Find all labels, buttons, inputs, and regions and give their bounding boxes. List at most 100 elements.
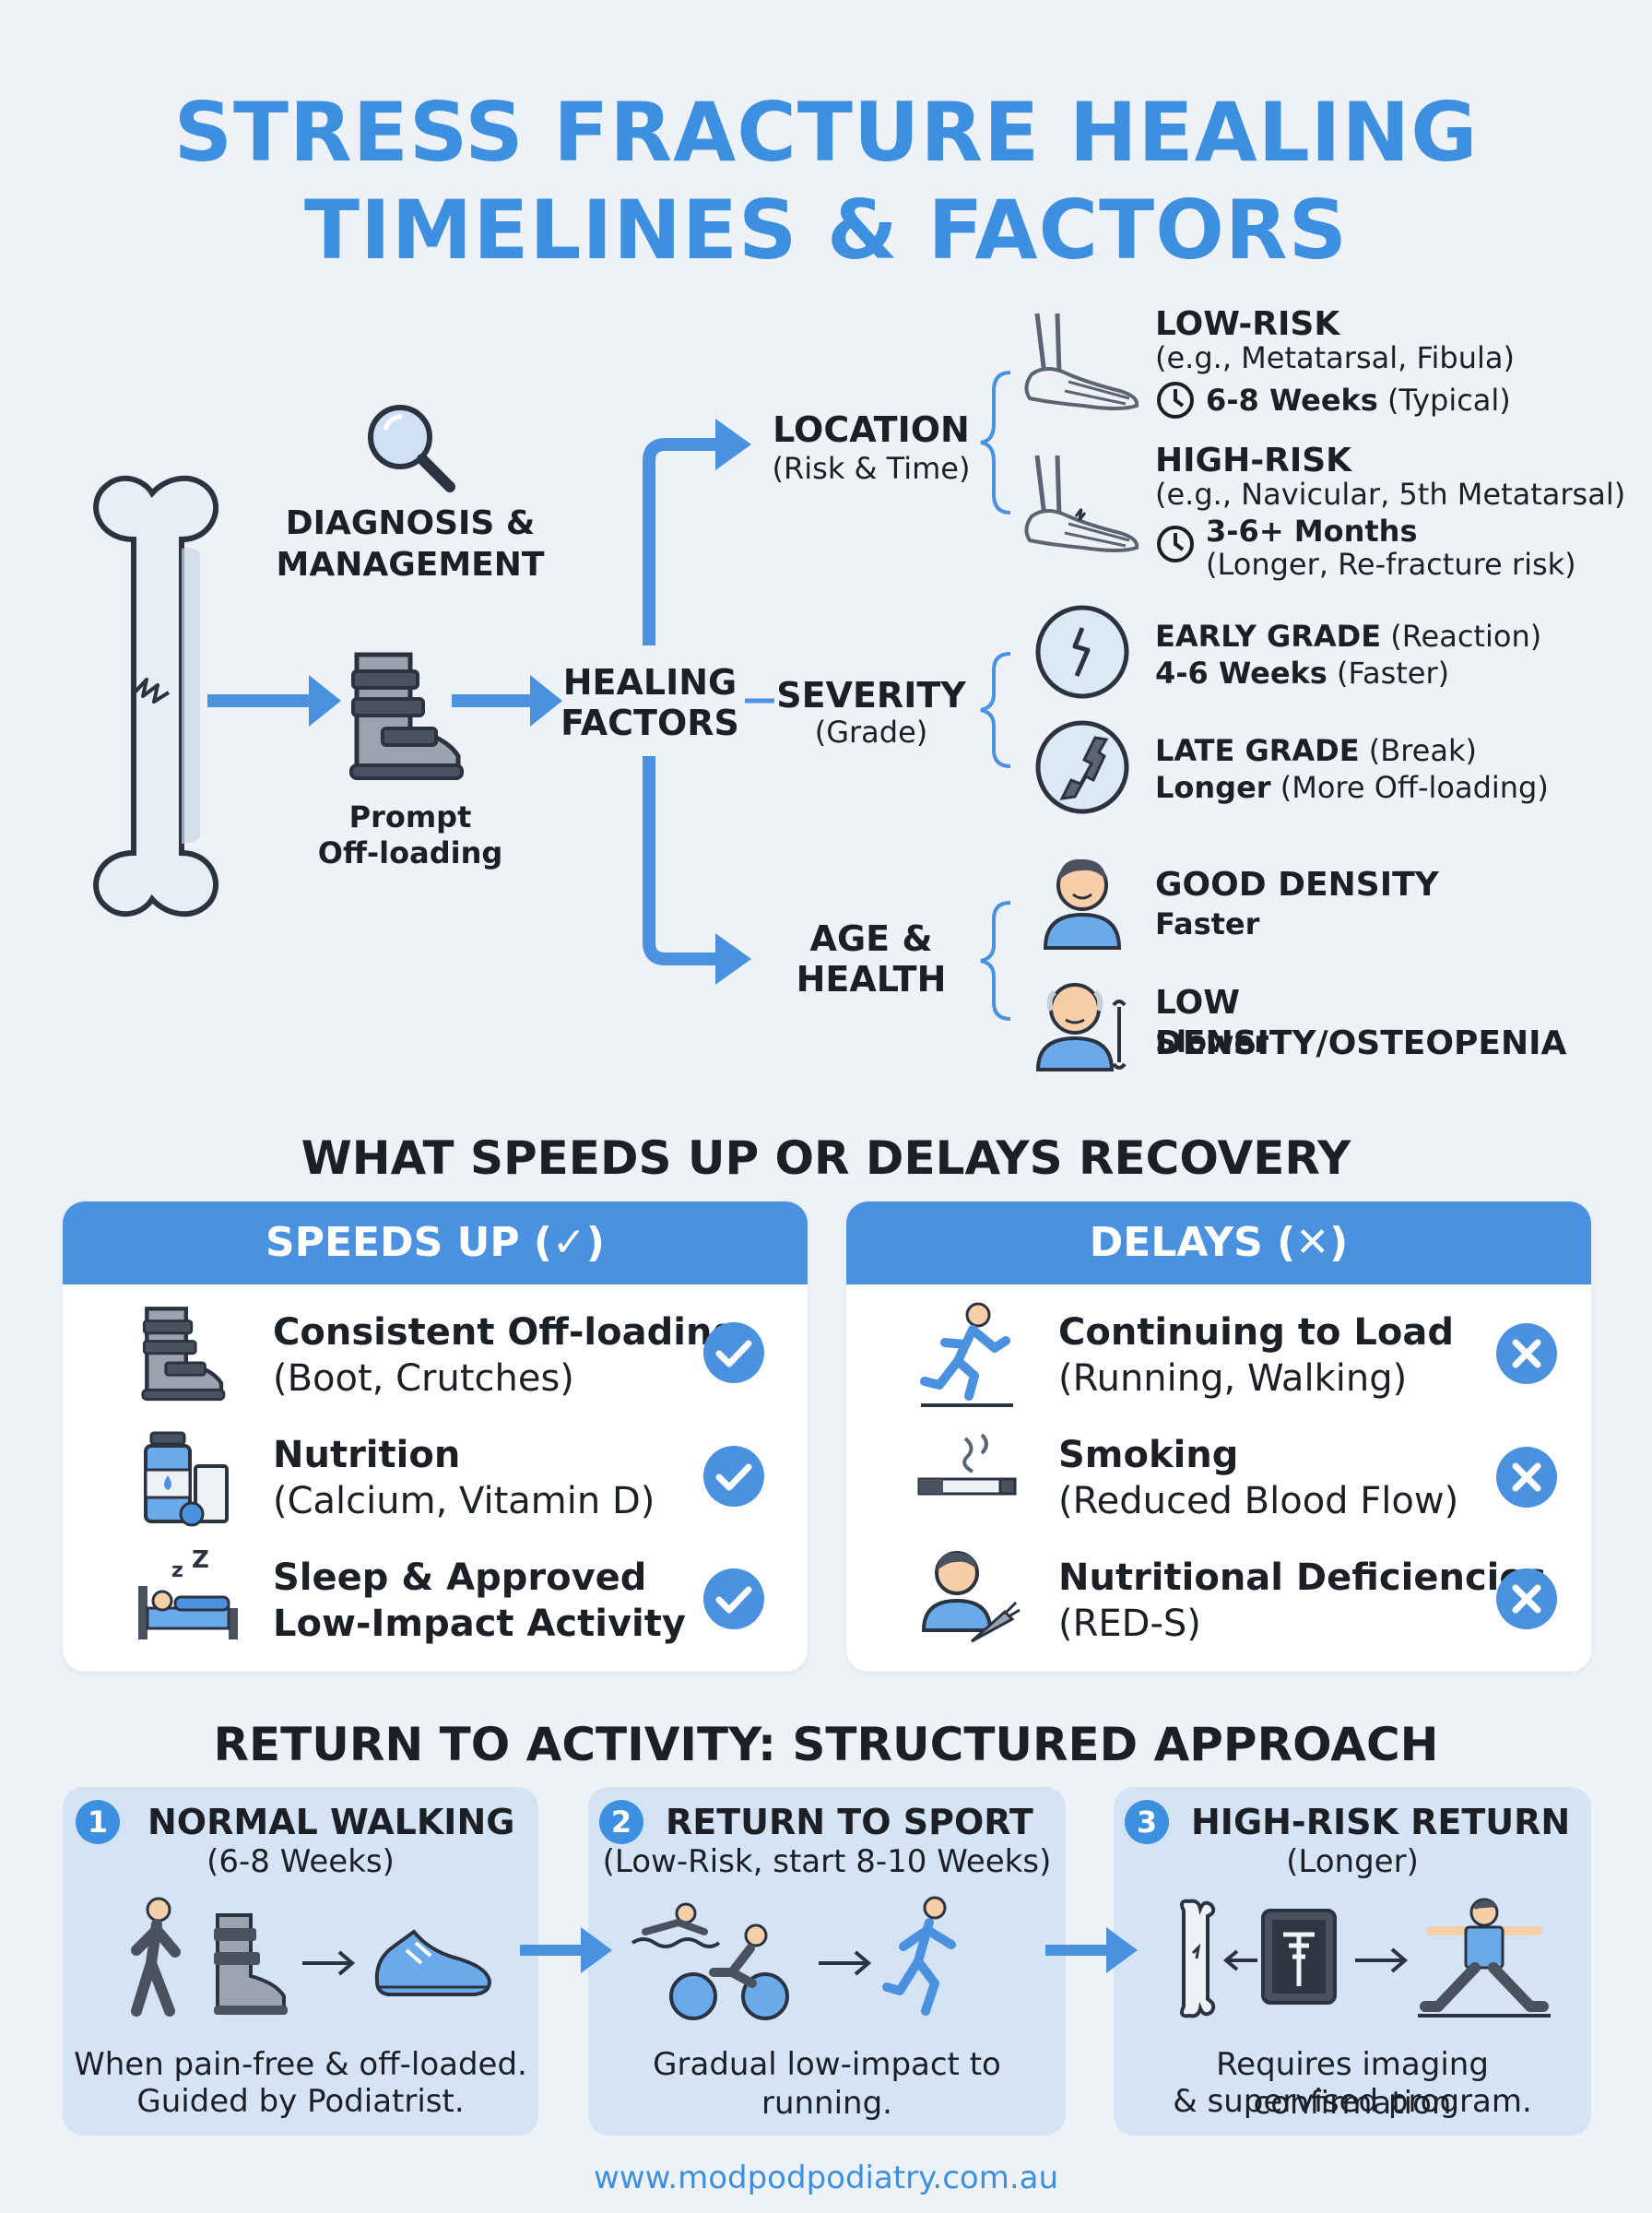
late-grade-time: Longer	[1155, 770, 1271, 805]
brace-severity	[980, 652, 1011, 768]
delays-item-3-sub: (RED-S)	[1058, 1603, 1201, 1645]
early-grade-title: EARLY GRADE	[1155, 619, 1382, 654]
page-title-line2: TIMELINES & FACTORS	[303, 183, 1349, 278]
walking-boot-icon	[141, 1307, 226, 1402]
step-3-caption-2: & supervised program.	[1173, 2083, 1532, 2120]
late-grade-time-line: Longer (More Off-loading)	[1155, 769, 1549, 806]
step-1-caption-1: When pain-free & off-loaded.	[74, 2046, 527, 2083]
high-risk-time: 3-6+ Months	[1206, 514, 1418, 549]
late-grade-time-note: (More Off-loading)	[1280, 770, 1549, 805]
speeds-item-1-title: Consistent Off-loading	[273, 1311, 739, 1354]
brace-age	[980, 901, 1011, 1021]
runner-icon	[920, 1302, 1013, 1407]
delays-item-2-title: Smoking	[1058, 1434, 1239, 1476]
brace-location	[980, 371, 1011, 515]
cigarette-icon	[917, 1433, 1017, 1496]
low-risk-title: LOW-RISK	[1155, 305, 1340, 343]
svg-text:Z: Z	[192, 1546, 209, 1574]
late-grade-note: (Break)	[1368, 733, 1477, 768]
late-grade-line: LATE GRADE (Break)	[1155, 732, 1477, 769]
delays-item-3-title: Nutritional Deficiencies	[1058, 1556, 1547, 1599]
walking-boot-icon	[349, 652, 464, 780]
step-2-caption-1: Gradual low-impact to running.	[653, 2046, 1001, 2122]
speeds-item-2-sub: (Calcium, Vitamin D)	[273, 1480, 655, 1522]
healing-factors-label-2: FACTORS	[560, 703, 739, 743]
imaging-progress-illustration	[1180, 1898, 1551, 2018]
foot-bones-low-risk-icon	[1024, 313, 1139, 410]
page-title-line1: STRESS FRACTURE HEALING	[173, 85, 1479, 180]
x-icon	[1496, 1568, 1557, 1629]
healing-factors-label-1: HEALING	[562, 662, 738, 703]
x-icon	[1496, 1447, 1557, 1508]
step-1-caption-2: Guided by Podiatrist.	[136, 2083, 465, 2120]
early-grade-note: (Reaction)	[1390, 619, 1542, 654]
delays-item-1-sub: (Running, Walking)	[1058, 1357, 1408, 1400]
high-risk-example: (e.g., Navicular, 5th Metatarsal)	[1155, 477, 1626, 512]
low-risk-time-line: 6-8 Weeks (Typical)	[1206, 382, 1511, 419]
offload-label-2: Off-loading	[317, 835, 503, 870]
age-label-2: HEALTH	[796, 959, 947, 1000]
recovery-heading: WHAT SPEEDS UP OR DELAYS RECOVERY	[301, 1131, 1351, 1185]
early-grade-line: EARLY GRADE (Reaction)	[1155, 618, 1541, 655]
step-arrow-1	[520, 1927, 612, 1973]
age-label-1: AGE &	[809, 918, 933, 959]
speeds-item-3-title: Sleep & Approved	[273, 1556, 647, 1599]
late-break-icon	[1035, 720, 1129, 814]
clock-icon	[1157, 382, 1194, 419]
delays-item-2-sub: (Reduced Blood Flow)	[1058, 1480, 1459, 1522]
young-person-icon	[1043, 858, 1122, 950]
clock-icon	[1157, 526, 1194, 562]
bone-fracture-icon	[93, 475, 218, 917]
magnifier-icon	[368, 405, 455, 492]
check-icon	[703, 1568, 764, 1629]
speeds-item-3-sub: Low-Impact Activity	[273, 1603, 686, 1645]
low-density-speed: Slower	[1155, 1024, 1269, 1059]
step-2-title: RETURN TO SPORT	[666, 1802, 1033, 1842]
step-3-sub: (Longer)	[1286, 1843, 1419, 1880]
severity-label: SEVERITY	[776, 675, 966, 716]
step-2-sub: (Low-Risk, start 8-10 Weeks)	[602, 1843, 1052, 1880]
speeds-item-2-title: Nutrition	[273, 1434, 461, 1476]
flow-arrows	[207, 675, 562, 727]
check-icon	[703, 1446, 764, 1507]
low-risk-time: 6-8 Weeks	[1206, 383, 1378, 418]
speeds-up-card: SPEEDS UP (✓)	[63, 1201, 808, 1672]
diagnosis-label-2: MANAGEMENT	[276, 546, 545, 584]
low-risk-example: (e.g., Metatarsal, Fibula)	[1155, 340, 1515, 375]
early-grade-time-note: (Faster)	[1337, 656, 1450, 691]
step-1-sub: (6-8 Weeks)	[206, 1843, 395, 1880]
delays-card: DELAYS (✕)	[846, 1201, 1591, 1672]
early-crack-icon	[1035, 605, 1129, 699]
supplement-bottle-icon	[144, 1431, 229, 1527]
step-3-caption-1: Requires imaging confirmation	[1216, 2046, 1489, 2122]
good-density-title: GOOD DENSITY	[1155, 866, 1439, 904]
delays-item-1-title: Continuing to Load	[1058, 1311, 1454, 1354]
diagnosis-label-1: DIAGNOSIS &	[285, 504, 536, 542]
delays-header: DELAYS (✕)	[846, 1201, 1591, 1284]
low-risk-time-note: (Typical)	[1387, 383, 1511, 418]
location-sub: (Risk & Time)	[772, 451, 971, 486]
step-3-title: HIGH-RISK RETURN	[1191, 1802, 1571, 1842]
location-label: LOCATION	[773, 409, 970, 450]
speeds-up-header: SPEEDS UP (✓)	[63, 1201, 808, 1284]
speeds-item-1-sub: (Boot, Crutches)	[273, 1357, 574, 1400]
severity-sub: (Grade)	[814, 715, 928, 750]
foot-bones-high-risk-icon	[1024, 455, 1139, 552]
step-arrow-2	[1045, 1927, 1138, 1973]
walking-progress-illustration	[131, 1897, 492, 2017]
offload-label-1: Prompt	[348, 799, 472, 834]
step-3-number: 3	[1125, 1800, 1169, 1844]
early-grade-time-line: 4-6 Weeks (Faster)	[1155, 655, 1449, 692]
high-risk-time-note: (Longer, Re-fracture risk)	[1206, 547, 1576, 582]
good-density-speed: Faster	[1155, 906, 1260, 941]
early-grade-time: 4-6 Weeks	[1155, 656, 1328, 691]
older-person-icon	[1035, 983, 1127, 1071]
footer-link[interactable]: www.modpodpodiatry.com.au	[593, 2160, 1059, 2196]
check-icon	[703, 1322, 764, 1383]
late-grade-title: LATE GRADE	[1155, 733, 1360, 768]
step-1-title: NORMAL WALKING	[148, 1802, 515, 1842]
sport-progress-illustration	[631, 1896, 956, 2020]
step-1-number: 1	[76, 1800, 120, 1844]
sleep-bed-icon: z Z	[138, 1546, 238, 1639]
high-risk-title: HIGH-RISK	[1155, 442, 1352, 479]
